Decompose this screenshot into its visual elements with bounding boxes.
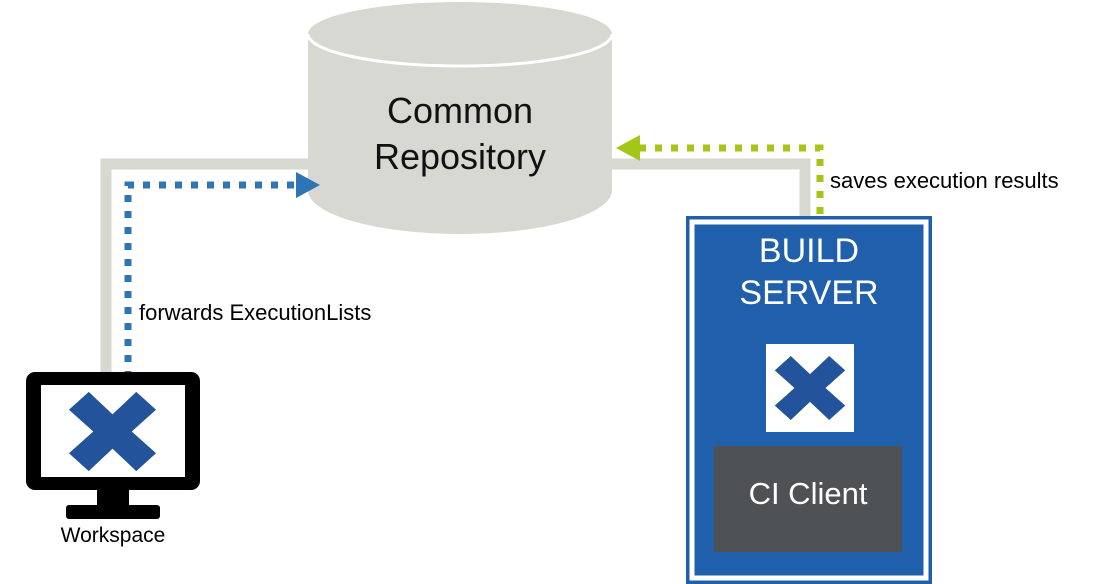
build-server-title: BUILD SERVER <box>694 230 924 314</box>
build-server-title-line2: SERVER <box>739 274 879 312</box>
build-server-panel <box>686 216 932 584</box>
connector-left <box>100 158 330 380</box>
ci-client-label: CI Client <box>748 476 868 511</box>
workspace-caption: Workspace <box>60 524 166 547</box>
workspace-monitor <box>26 372 200 519</box>
repository-title-line1: Common <box>386 90 534 131</box>
repository-title: Common Repository <box>308 88 612 180</box>
repository-cylinder <box>306 2 614 234</box>
connector-right <box>590 158 811 232</box>
edge-label-saves-execution-results: saves execution results <box>830 168 1059 193</box>
arrow-saves-execution-results <box>616 135 824 230</box>
ci-client-box <box>714 446 902 552</box>
arrow-forwards-executionlists <box>124 172 320 378</box>
build-server-title-line1: BUILD <box>758 232 860 270</box>
edge-label-forwards-executionlists: forwards ExecutionLists <box>139 300 372 325</box>
repository-title-line2: Repository <box>373 136 547 177</box>
